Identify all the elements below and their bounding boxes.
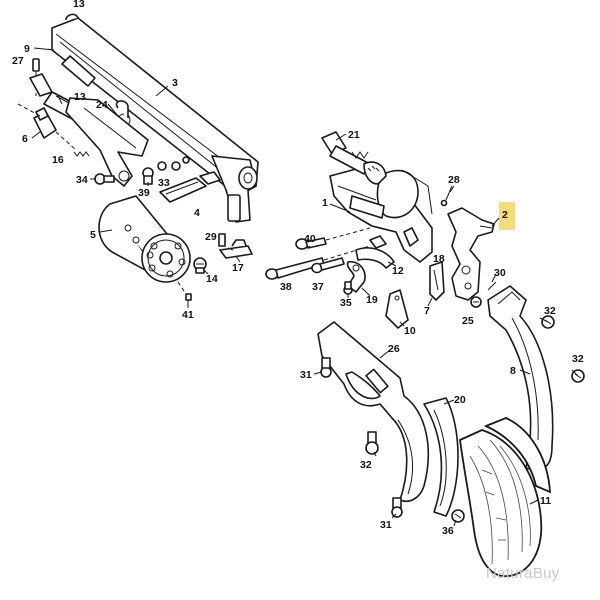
hammer-2-part [447,207,495,301]
label-part-17: 17 [232,262,244,274]
screw-34-part [94,173,115,185]
label-part-21: 21 [348,129,360,141]
screw-31-bottom-part [391,497,403,518]
label-part-8: 8 [510,365,516,377]
wedge-4-part [159,171,221,203]
label-part-13-top: 13 [73,0,85,10]
label-part-16: 16 [52,154,64,166]
label-part-4: 4 [194,207,200,219]
screw-40-part [295,237,327,250]
frame-1-part [329,167,433,263]
strap-20-part [423,397,459,517]
label-part-13: 13 [74,91,86,103]
screws-39-33-part [142,156,190,185]
bolt-17-part [219,239,253,259]
label-part-35: 35 [340,297,352,309]
label-part-31-top: 31 [300,369,312,381]
label-part-19: 19 [366,294,378,306]
label-part-11: 11 [540,495,551,507]
label-part-26: 26 [388,343,400,355]
label-part-5: 5 [90,229,96,241]
label-part-32-right-top: 32 [544,305,556,317]
screw-38-part [265,257,325,280]
label-part-40: 40 [304,233,316,245]
label-part-31-bottom: 31 [380,519,392,531]
label-part-36: 36 [442,525,454,537]
screw-32-middle-part [365,431,379,455]
label-part-24: 24 [96,99,108,111]
screw-25-part [470,296,482,308]
highlight-marker [499,202,515,230]
label-part-27: 27 [12,55,24,67]
label-part-29: 29 [205,231,217,243]
spring-16-part [73,151,90,157]
label-part-32-right-bottom: 32 [572,353,584,365]
label-part-9: 9 [24,43,30,55]
label-part-20: 20 [454,394,466,406]
barrel-part [51,13,259,223]
pin-30-part [487,281,497,291]
label-part-10: 10 [404,325,416,337]
latch-6-part [17,103,77,151]
label-part-1: 1 [322,197,328,209]
label-part-39: 39 [138,187,150,199]
label-part-37: 37 [312,281,324,293]
label-part-34: 34 [76,174,88,186]
label-part-6: 6 [22,133,28,145]
backstrap-8-part [487,285,554,471]
leader-lines [31,47,579,527]
label-part-25: 25 [462,315,474,327]
label-part-38: 38 [280,281,292,293]
cylinder-axis-dash [177,281,187,295]
label-part-7: 7 [424,305,430,317]
label-part-41: 41 [182,309,194,321]
screw-37-part [311,257,345,274]
dash-40-frame [325,227,371,241]
pin-29-part [218,233,226,247]
watermark: NaturaBuy [486,565,560,582]
label-part-33: 33 [158,177,170,189]
label-part-12: 12 [392,265,404,277]
label-part-28: 28 [448,174,460,186]
dash-38-frame [323,245,371,261]
grips-11-part [459,417,551,577]
label-part-32-middle: 32 [360,459,372,471]
label-part-18: 18 [433,253,445,265]
spring-12-part [355,235,395,269]
trigger-10-part [385,289,409,329]
loading-lever-24-part [65,97,149,187]
cylinder-5-part [98,195,191,283]
label-part-2: 2 [502,209,508,221]
rod-21-part [321,131,387,185]
trigger-guard-26-part [317,321,430,502]
screw-35-part [343,281,353,295]
label-part-3: 3 [172,77,178,89]
nipple-41-part [185,293,192,301]
pin-28-part [440,185,453,207]
screw-31-top-part [320,357,332,378]
label-part-30: 30 [494,267,506,279]
spring-18-part [429,261,445,301]
leader-part-2 [491,217,500,227]
label-part-14: 14 [206,273,218,285]
screw-36-part [451,509,465,523]
